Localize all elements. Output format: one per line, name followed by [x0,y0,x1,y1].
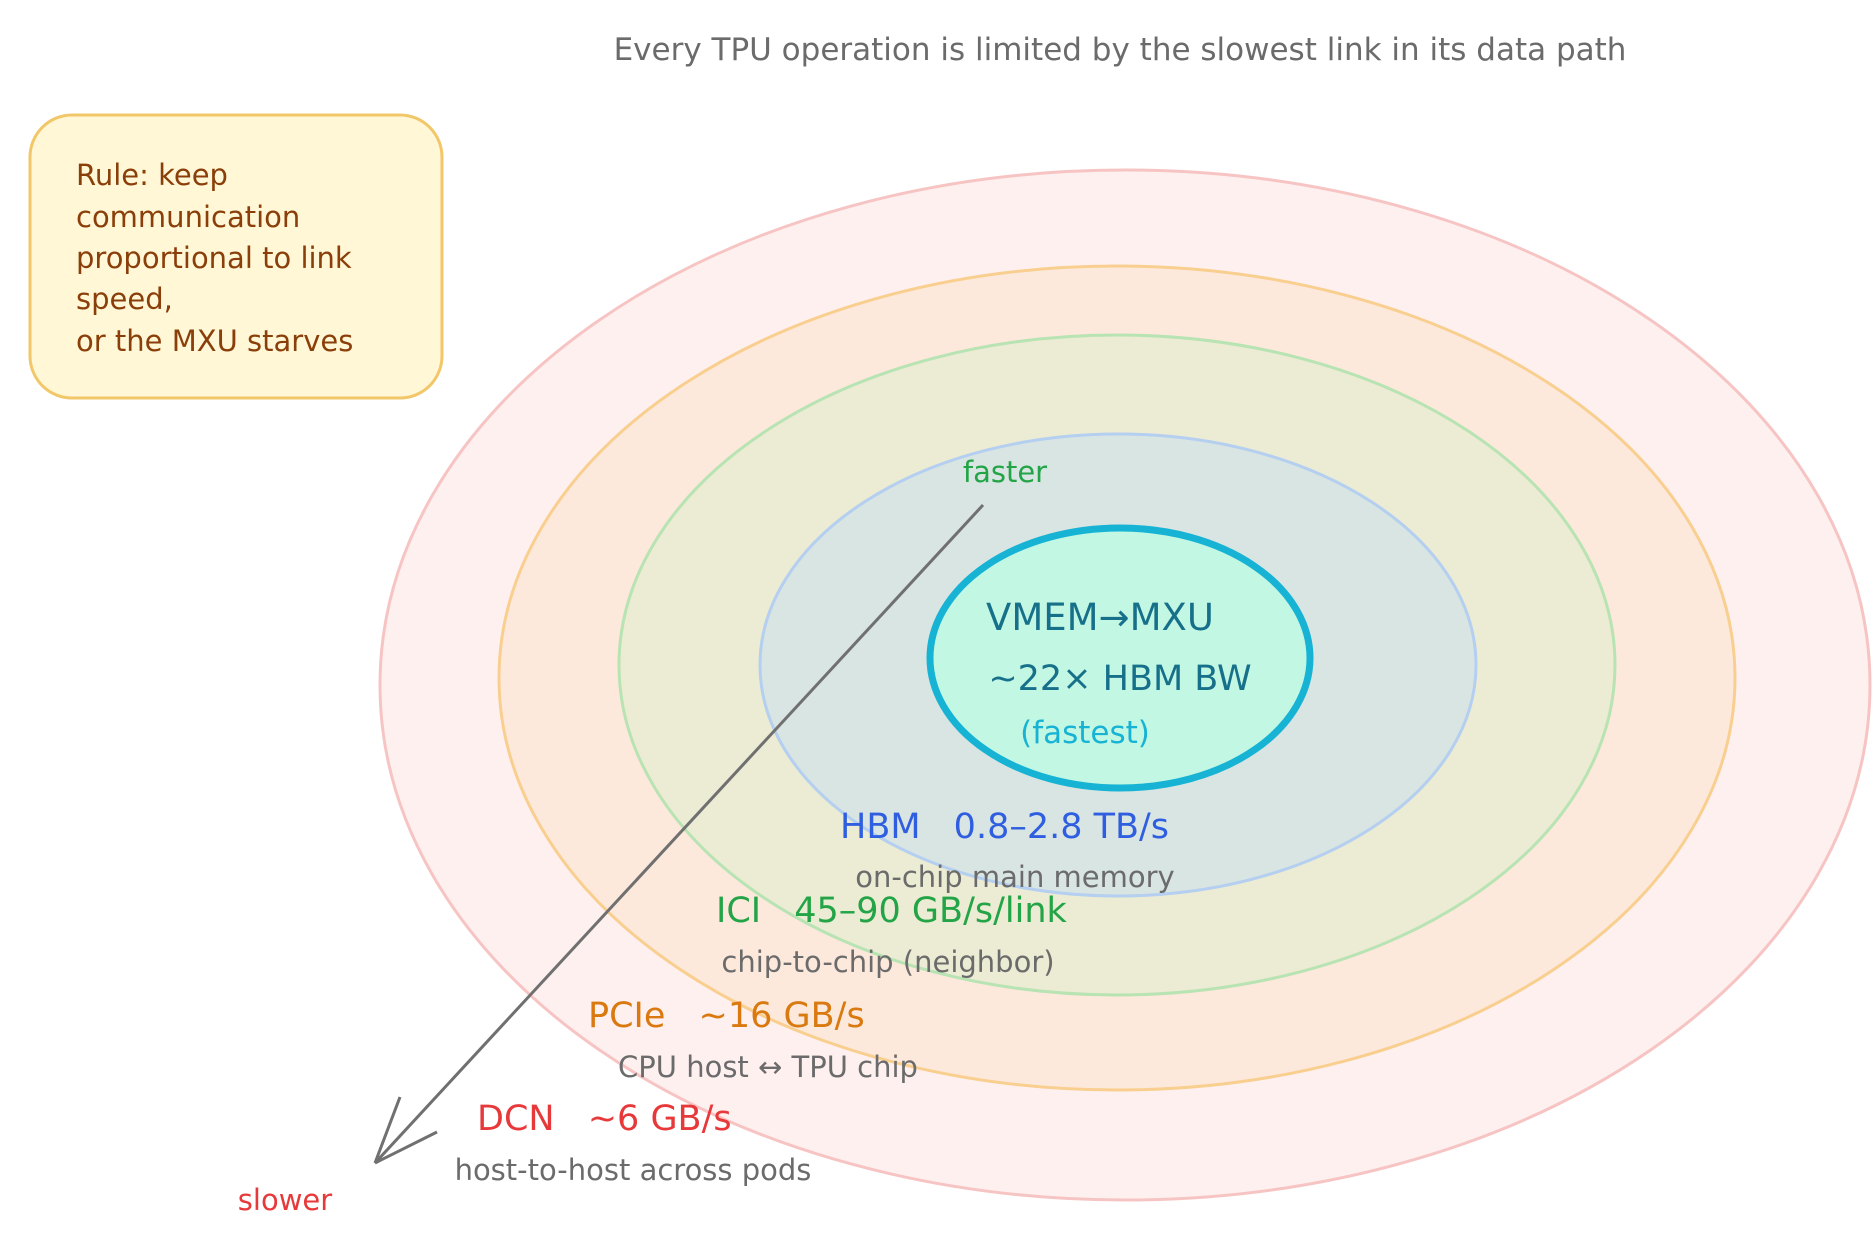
dcn-speed: ~6 GB/s [588,1099,732,1139]
speed-arrow [373,503,985,1165]
hbm-name: HBM [840,807,921,847]
rule-note-line-5: or the MXU starves [76,324,353,358]
ici-speed: 45–90 GB/s/link [794,891,1067,931]
rule-note-line-3: proportional to link [76,241,352,275]
ici-tier-label: ICI 45–90 GB/s/link [716,891,1068,931]
rule-note-line-2: communication [76,200,300,234]
rule-note-line-4: speed, [76,282,173,316]
ici-description: chip-to-chip (neighbor) [721,945,1054,979]
ici-name: ICI [716,891,761,931]
dcn-description: host-to-host across pods [455,1153,812,1187]
hbm-tier-label: HBM 0.8–2.8 TB/s [840,807,1169,847]
faster-label: faster [963,455,1047,489]
speed-arrow-head-right [374,1130,438,1165]
rule-note-line-1: Rule: keep [76,158,228,192]
speed-arrow-head-left [373,1096,402,1164]
dcn-tier-label: DCN ~6 GB/s [477,1099,732,1139]
core-speed: ~22× HBM BW [988,659,1251,699]
dcn-name: DCN [477,1099,555,1139]
rule-note: Rule: keep communication proportional to… [28,113,444,400]
core-ring [926,524,1314,792]
speed-arrow-shaft [373,503,985,1165]
hbm-description: on-chip main memory [855,860,1174,894]
pcie-speed: ~16 GB/s [699,996,865,1036]
pcie-description: CPU host ↔ TPU chip [618,1050,918,1084]
hbm-speed: 0.8–2.8 TB/s [954,807,1169,847]
core-name: VMEM→MXU [986,596,1214,639]
rule-note-box [28,113,444,400]
diagram-title: Every TPU operation is limited by the sl… [614,32,1627,68]
slower-label: slower [238,1183,332,1217]
pcie-name: PCIe [588,996,665,1036]
pcie-tier-label: PCIe ~16 GB/s [588,996,865,1036]
core-note: (fastest) [1020,715,1150,751]
